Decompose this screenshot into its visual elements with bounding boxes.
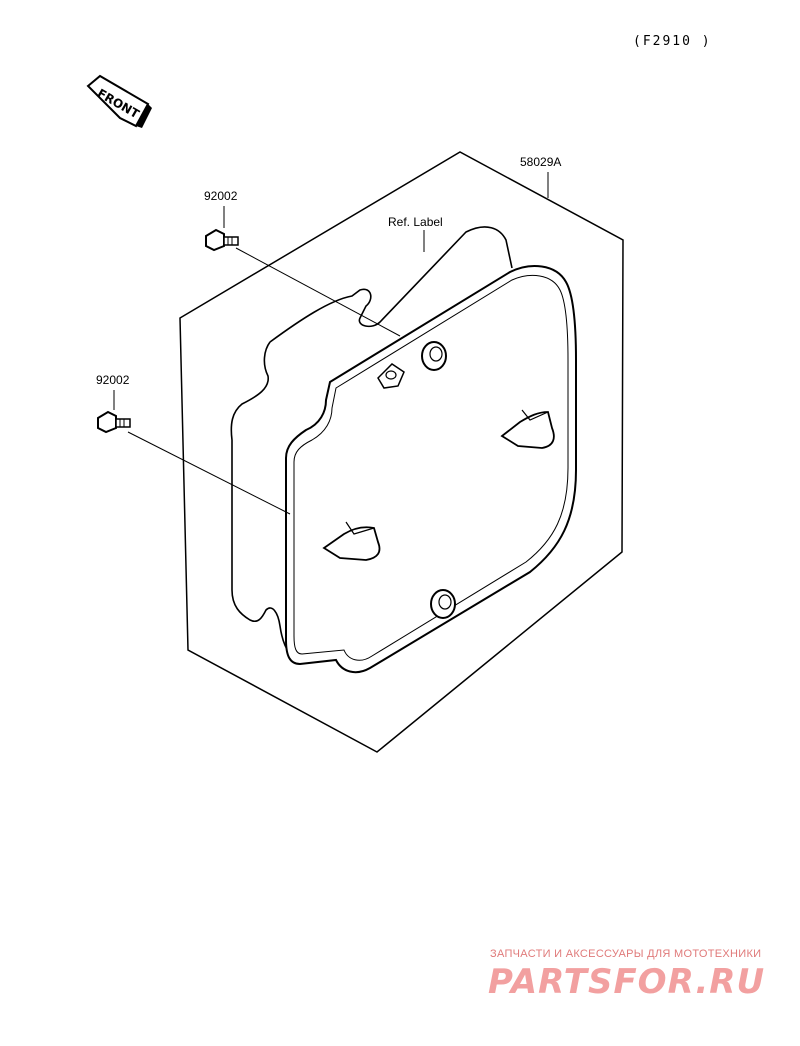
label-bolt-lower: 92002 — [96, 373, 130, 387]
grommet-bottom — [430, 589, 456, 619]
cover-tab — [377, 363, 405, 389]
cover-rim — [293, 274, 569, 661]
gasket-outline — [230, 226, 513, 661]
bolt-axis-upper — [235, 247, 401, 337]
grommet-top — [421, 341, 447, 371]
cover-plate — [285, 265, 577, 674]
wedge-tab-right — [500, 411, 555, 449]
diagram-code: (F2910 ) — [633, 34, 712, 49]
assembly-boundary — [179, 151, 624, 753]
bolt-axis-lower — [127, 431, 291, 515]
label-cover: 58029A — [520, 155, 561, 169]
bolt-lower-icon — [97, 410, 131, 434]
label-bolt-upper: 92002 — [204, 189, 238, 203]
front-arrow-icon: FRONT — [86, 74, 152, 128]
watermark-brand: PARTSFOR.RU — [488, 962, 766, 1002]
watermark-tagline: ЗАПЧАСТИ И АКСЕССУАРЫ ДЛЯ МОТОТЕХНИКИ — [490, 948, 762, 960]
bolt-upper-icon — [205, 228, 239, 252]
label-ref: Ref. Label — [388, 215, 443, 229]
